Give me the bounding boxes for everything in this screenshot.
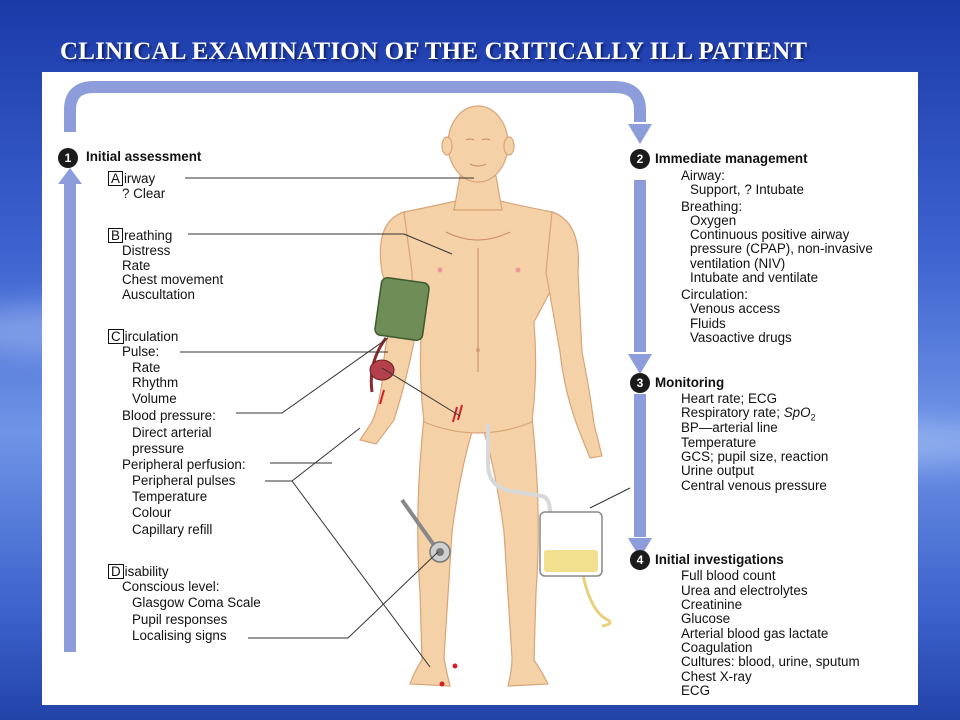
monitoring-item: Central venous pressure [681, 478, 827, 493]
step-4-badge: 4 [630, 550, 650, 570]
pulse-point [439, 681, 445, 687]
blood-pressure-item: Direct arterial [132, 425, 212, 440]
investigation-item: Full blood count [681, 568, 776, 583]
breathing-letter-box: B [108, 228, 123, 243]
airway-item: ? Clear [122, 186, 166, 201]
management-breathing-item: ventilation (NIV) [690, 256, 786, 271]
monitoring-item-resp: Respiratory rate; SpO2 [681, 405, 816, 425]
management-breathing-item: pressure (CPAP), non-invasive [690, 241, 873, 256]
management-breathing-label: Breathing: [681, 199, 743, 214]
pulse-label: Pulse: [122, 344, 160, 359]
bp-cuff [369, 276, 430, 393]
breathing-item: Auscultation [122, 287, 195, 302]
perfusion-label: Peripheral perfusion: [122, 457, 246, 472]
pulse-item: Rhythm [132, 375, 179, 390]
breathing-item: Chest movement [122, 272, 224, 287]
disability-item: Pupil responses [132, 612, 228, 627]
monitoring-item: Urine output [681, 463, 754, 478]
slide-title: CLINICAL EXAMINATION OF THE CRITICALLY I… [60, 38, 808, 65]
circulation-label-rest: irculation [124, 329, 179, 344]
step-1-badge: 1 [58, 148, 78, 168]
monitoring-heading: Monitoring [655, 375, 725, 390]
pulse-item: Rate [132, 360, 161, 375]
perfusion-item: Temperature [132, 489, 208, 504]
investigations-heading: Initial investigations [655, 552, 784, 567]
management-circulation-label: Circulation: [681, 287, 748, 302]
blood-pressure-label: Blood pressure: [122, 408, 216, 423]
investigation-item: Cultures: blood, urine, sputum [681, 654, 860, 669]
breathing-item: Rate [122, 258, 151, 273]
perfusion-item: Capillary refill [132, 522, 213, 537]
investigation-item: Glucose [681, 611, 731, 626]
breathing-label-rest: reathing [123, 228, 173, 243]
management-breathing-item: Oxygen [690, 213, 737, 228]
human-figure [359, 105, 603, 687]
spo2-subscript: 2 [810, 412, 816, 423]
spo2-label: SpO [783, 405, 811, 420]
immediate-management-heading: Immediate management [655, 151, 808, 166]
arterial-line-marks [379, 389, 463, 423]
conscious-level-label: Conscious level: [122, 579, 220, 594]
figure-details [437, 138, 521, 372]
airway-letter-box: A [108, 171, 123, 186]
management-circulation-item: Fluids [690, 316, 726, 331]
monitoring-item: BP—arterial line [681, 420, 778, 435]
investigation-item: Coagulation [681, 640, 753, 655]
pulse-item: Volume [132, 391, 177, 406]
management-breathing-item: Intubate and ventilate [690, 270, 819, 285]
reflex-hammer [400, 498, 451, 563]
breathing-item: Distress [122, 243, 171, 258]
arrowheads [58, 124, 652, 558]
disability-letter-box: D [108, 564, 124, 579]
step-3-badge: 3 [630, 373, 650, 393]
initial-assessment-heading: Initial assessment [86, 149, 202, 164]
flow-arrow [64, 81, 646, 652]
disability-item: Glasgow Coma Scale [132, 595, 261, 610]
diagram-graphics [58, 81, 652, 687]
circulation-letter-box: C [108, 329, 124, 344]
management-airway-label: Airway: [681, 168, 725, 183]
pulse-point [452, 663, 458, 669]
urinary-catheter [486, 424, 552, 520]
investigation-item: Creatinine [681, 597, 743, 612]
investigation-item: Chest X-ray [681, 669, 752, 684]
leader-lines [180, 177, 631, 668]
investigation-item: ECG [681, 683, 711, 698]
disability-label-rest: isability [124, 564, 169, 579]
urine-bag [539, 511, 603, 577]
monitoring-item: Heart rate; ECG [681, 391, 777, 406]
management-airway-item: Support, ? Intubate [690, 182, 804, 197]
perfusion-item: Colour [132, 505, 172, 520]
management-breathing-item: Continuous positive airway [690, 227, 850, 242]
investigation-item: Urea and electrolytes [681, 583, 808, 598]
drainage-tube [580, 569, 612, 628]
perfusion-item: Peripheral pulses [132, 473, 236, 488]
monitoring-item: GCS; pupil size, reaction [681, 449, 829, 464]
management-circulation-item: Venous access [690, 301, 781, 316]
investigation-item: Arterial blood gas lactate [681, 626, 829, 641]
disability-item: Localising signs [132, 628, 227, 643]
resp-rate-label: Respiratory rate; [681, 405, 784, 420]
monitoring-item: Temperature [681, 435, 757, 450]
blood-pressure-item: pressure [132, 441, 185, 456]
airway-label-rest: irway [123, 171, 156, 186]
management-circulation-item: Vasoactive drugs [690, 330, 792, 345]
step-2-badge: 2 [630, 149, 650, 169]
